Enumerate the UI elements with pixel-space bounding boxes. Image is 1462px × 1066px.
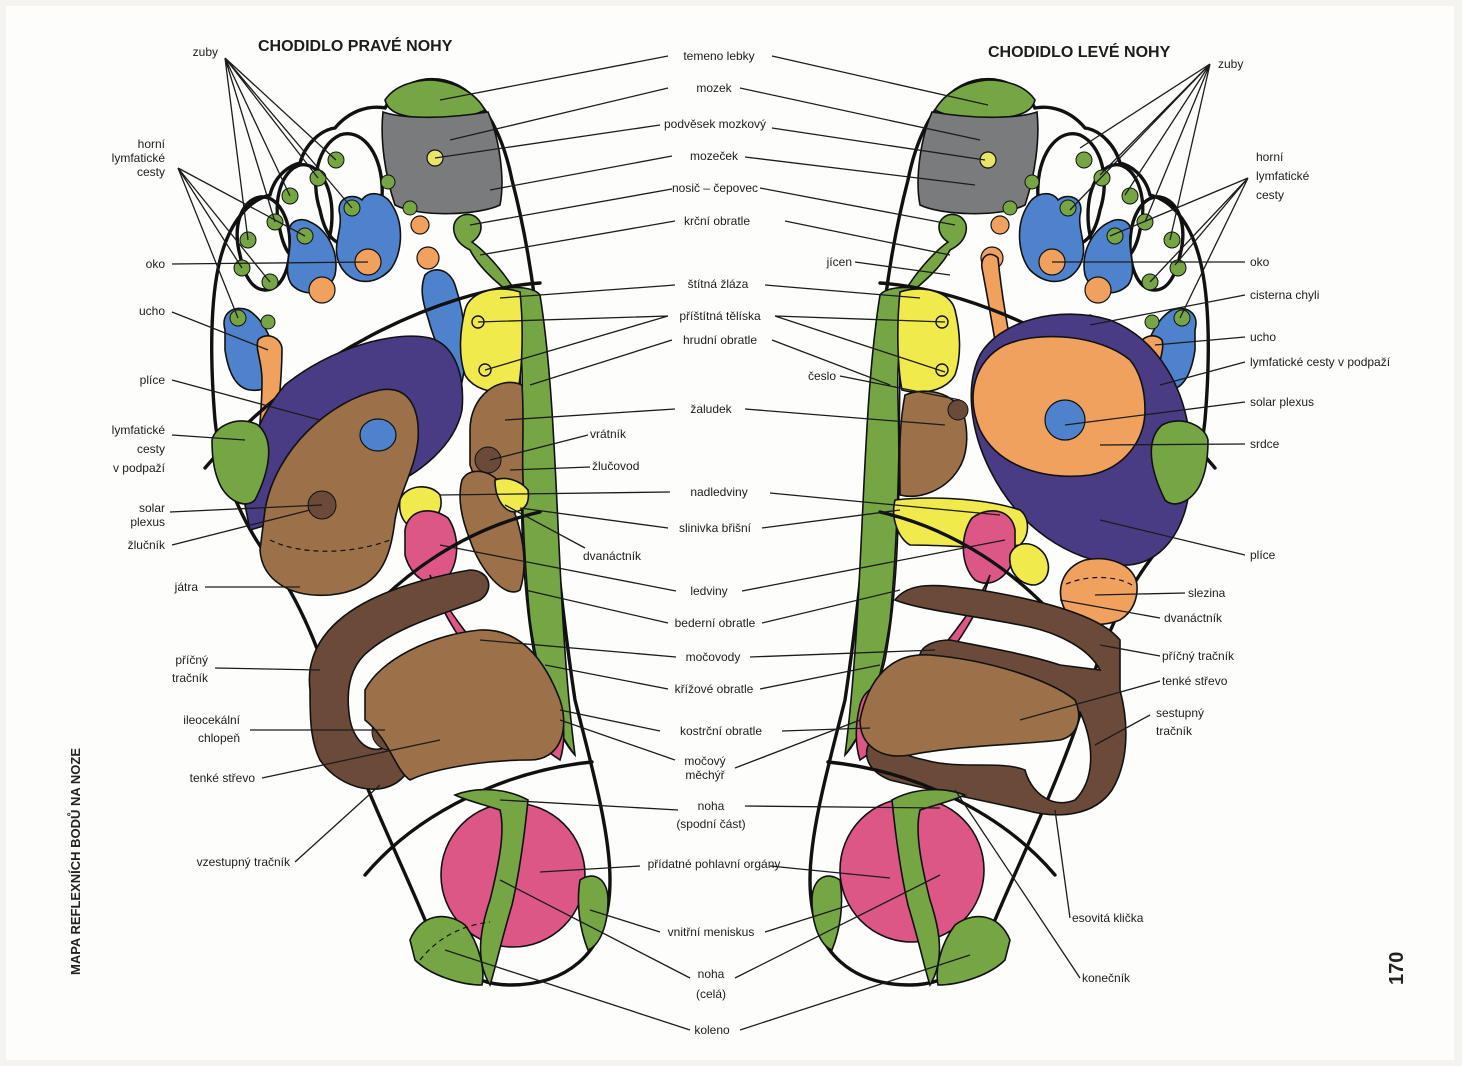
label-l-oko: oko — [1250, 255, 1270, 269]
label-r-pricny-2: tračník — [172, 671, 209, 685]
label-l-sestupny-2: tračník — [1156, 724, 1193, 738]
label-r-zlucnik: žlučník — [128, 538, 166, 552]
label-stitna-zlaza: štítná žláza — [688, 277, 749, 291]
left-oko-point-2 — [1085, 277, 1111, 303]
label-temeno-lebky: temeno lebky — [683, 49, 754, 63]
label-l-horni-1: horní — [1256, 150, 1284, 164]
label-r-solar-1: solar — [139, 501, 165, 515]
label-l-plice: plíce — [1250, 548, 1276, 562]
left-ceslo-point — [948, 400, 968, 420]
label-l-zuby: zuby — [1218, 57, 1243, 71]
label-pridatne-pohlavni-organy: přídatné pohlavní orgány — [648, 857, 781, 871]
label-r-lymf-2: cesty — [137, 442, 165, 456]
label-krcni-obratle: krční obratle — [684, 214, 750, 228]
label-r-ileo-2: chlopeň — [198, 731, 240, 745]
label-l-cisterna-chyli: cisterna chyli — [1250, 288, 1319, 302]
label-l-sestupny-1: sestupný — [1156, 706, 1204, 720]
right-blue-solar-point — [360, 419, 396, 451]
left-solar-plexus-point — [1045, 400, 1085, 440]
label-l-lymf-podpazi: lymfatické cesty v podpaží — [1250, 355, 1391, 369]
right-meniskus-zone — [578, 876, 608, 950]
label-r-ileo-1: ileocekální — [183, 713, 240, 727]
label-mozek: mozek — [696, 81, 732, 95]
label-r-vzestupny-tracnik: vzestupný tračník — [197, 855, 291, 869]
right-stitna-zlaza-zone — [460, 289, 522, 392]
right-foot-inner-labels: vrátník žlučovod dvanáctník — [583, 427, 642, 563]
label-zaludek: žaludek — [690, 402, 732, 416]
right-orange-point-4 — [411, 216, 429, 234]
label-l-ucho: ucho — [1250, 330, 1276, 344]
label-koleno: koleno — [694, 1023, 730, 1037]
left-foot-title: CHODIDLO LEVÉ NOHY — [988, 42, 1171, 61]
label-r-horni-3: cesty — [137, 165, 165, 179]
book-page: CHODIDLO PRAVÉ NOHY CHODIDLO LEVÉ NOHY t… — [6, 6, 1454, 1060]
label-bederni-obratle: bederní obratle — [675, 616, 756, 630]
center-labels: temeno lebky mozek podvěsek mozkový moze… — [648, 49, 781, 1037]
right-vratnik-point — [475, 447, 501, 473]
label-mocovy-mechyr-2: měchýř — [685, 768, 725, 782]
label-noha-spodni-1: noha — [698, 799, 725, 813]
right-temeno-zone — [385, 80, 485, 119]
label-l-solar-plexus: solar plexus — [1250, 395, 1314, 409]
label-krizove-obratle: křížové obratle — [675, 682, 754, 696]
label-l-srdce: srdce — [1250, 437, 1280, 451]
right-orange-point-3 — [417, 247, 439, 269]
label-ledviny: ledviny — [690, 584, 727, 598]
label-l-pricny-tracnik: příčný tračník — [1162, 649, 1235, 663]
label-noha-cela-1: noha — [698, 967, 725, 981]
label-noha-cela-2: (celá) — [696, 987, 726, 1001]
label-r-horni-2: lymfatické — [112, 151, 166, 165]
label-r-zuby: zuby — [193, 45, 218, 59]
label-nosic-cepovec: nosič – čepovec — [672, 181, 758, 195]
label-pristitna-teliska: příštítná tělíska — [679, 309, 761, 323]
label-r-oko: oko — [146, 257, 166, 271]
label-l-jicen: jícen — [826, 255, 852, 269]
label-r-ucho: ucho — [139, 304, 165, 318]
label-r-horni-1: horní — [138, 137, 166, 151]
label-r-lymf-3: v podpaží — [113, 461, 166, 475]
right-oko-point-2 — [309, 277, 335, 303]
label-mocovy-mechyr-1: močový — [684, 754, 725, 768]
left-stitna-zlaza-zone — [898, 289, 960, 392]
label-l-esovita-klicka: esovitá klička — [1072, 911, 1144, 925]
label-r-tenke-strevo: tenké střevo — [190, 771, 256, 785]
label-l-slezina: slezina — [1188, 586, 1226, 600]
label-noha-spodni-2: (spodní část) — [676, 817, 745, 831]
label-r-vratnik: vrátník — [590, 427, 627, 441]
label-r-pricny-1: příčný — [175, 653, 208, 667]
label-r-lymf-1: lymfatické — [112, 423, 166, 437]
label-mocovody: močovody — [686, 650, 741, 664]
label-l-horni-3: cesty — [1256, 188, 1284, 202]
label-r-zlucovod: žlučovod — [592, 459, 639, 473]
right-foot-title: CHODIDLO PRAVÉ NOHY — [258, 36, 453, 55]
label-r-jatra: játra — [174, 580, 199, 594]
label-podvesek-mozkovy: podvěsek mozkový — [664, 117, 766, 131]
left-orange-point-4 — [991, 216, 1009, 234]
side-caption: MAPA REFLEXNÍCH BODŮ NA NOZE — [67, 748, 83, 975]
left-mozek-zone — [918, 112, 1038, 214]
label-mozecek: mozeček — [690, 149, 739, 163]
label-r-solar-2: plexus — [130, 515, 165, 529]
label-slinivka-brisni: slinivka břišní — [679, 521, 752, 535]
label-vnitrni-meniskus: vnitřní meniskus — [668, 925, 755, 939]
foot-reflexology-diagram: CHODIDLO PRAVÉ NOHY CHODIDLO LEVÉ NOHY t… — [6, 6, 1454, 1060]
label-l-konecnik: konečník — [1082, 971, 1131, 985]
label-r-dvanactnik: dvanáctník — [583, 549, 642, 563]
label-l-tenke-strevo: tenké střevo — [1162, 674, 1228, 688]
label-l-ceslo: česlo — [808, 369, 836, 383]
label-hrudni-obratle: hrudní obratle — [683, 333, 757, 347]
page-number: 170 — [1386, 952, 1408, 985]
label-nadledviny: nadledviny — [690, 485, 747, 499]
label-l-horni-2: lymfatické — [1256, 169, 1310, 183]
left-temeno-zone — [935, 80, 1035, 119]
label-r-plice: plíce — [140, 373, 166, 387]
left-foot — [810, 80, 1215, 985]
label-kostrcni-obratle: kostrční obratle — [680, 724, 762, 738]
label-l-dvanactnik: dvanáctník — [1164, 611, 1223, 625]
